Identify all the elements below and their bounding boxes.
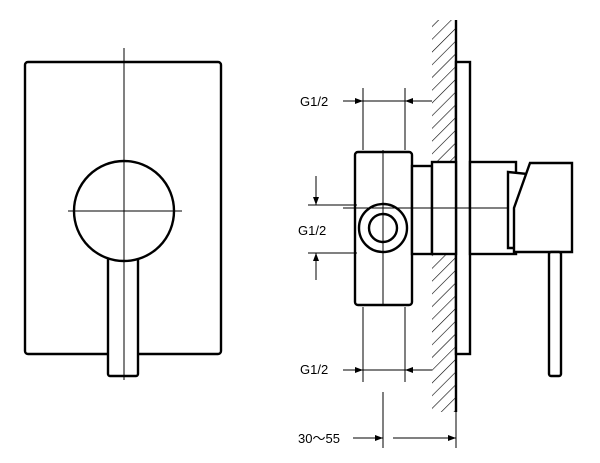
- side-view: [343, 20, 574, 412]
- side-lever: [547, 250, 563, 378]
- dim-side-label: G1/2: [298, 223, 326, 238]
- dim-top-arrow-right: [405, 98, 413, 104]
- dim-bottom-arrow-right: [405, 367, 413, 373]
- dim-depth-label: 30～55: [298, 431, 340, 446]
- dim-depth-arrow-left: [375, 435, 383, 441]
- dimensions: G1/2 G1/2 G1/2 30～55: [298, 88, 457, 448]
- dim-depth-arrow-right: [448, 435, 456, 441]
- handle-head: [512, 161, 574, 254]
- dim-side-arrow-top: [313, 197, 319, 205]
- dim-bottom-label: G1/2: [300, 362, 328, 377]
- dim-top-arrow-left: [355, 98, 363, 104]
- valve-connector: [410, 164, 434, 256]
- dim-bottom-arrow-left: [355, 367, 363, 373]
- dim-top-label: G1/2: [300, 94, 328, 109]
- dim-side-arrow-bottom: [313, 253, 319, 261]
- front-view: [23, 48, 223, 380]
